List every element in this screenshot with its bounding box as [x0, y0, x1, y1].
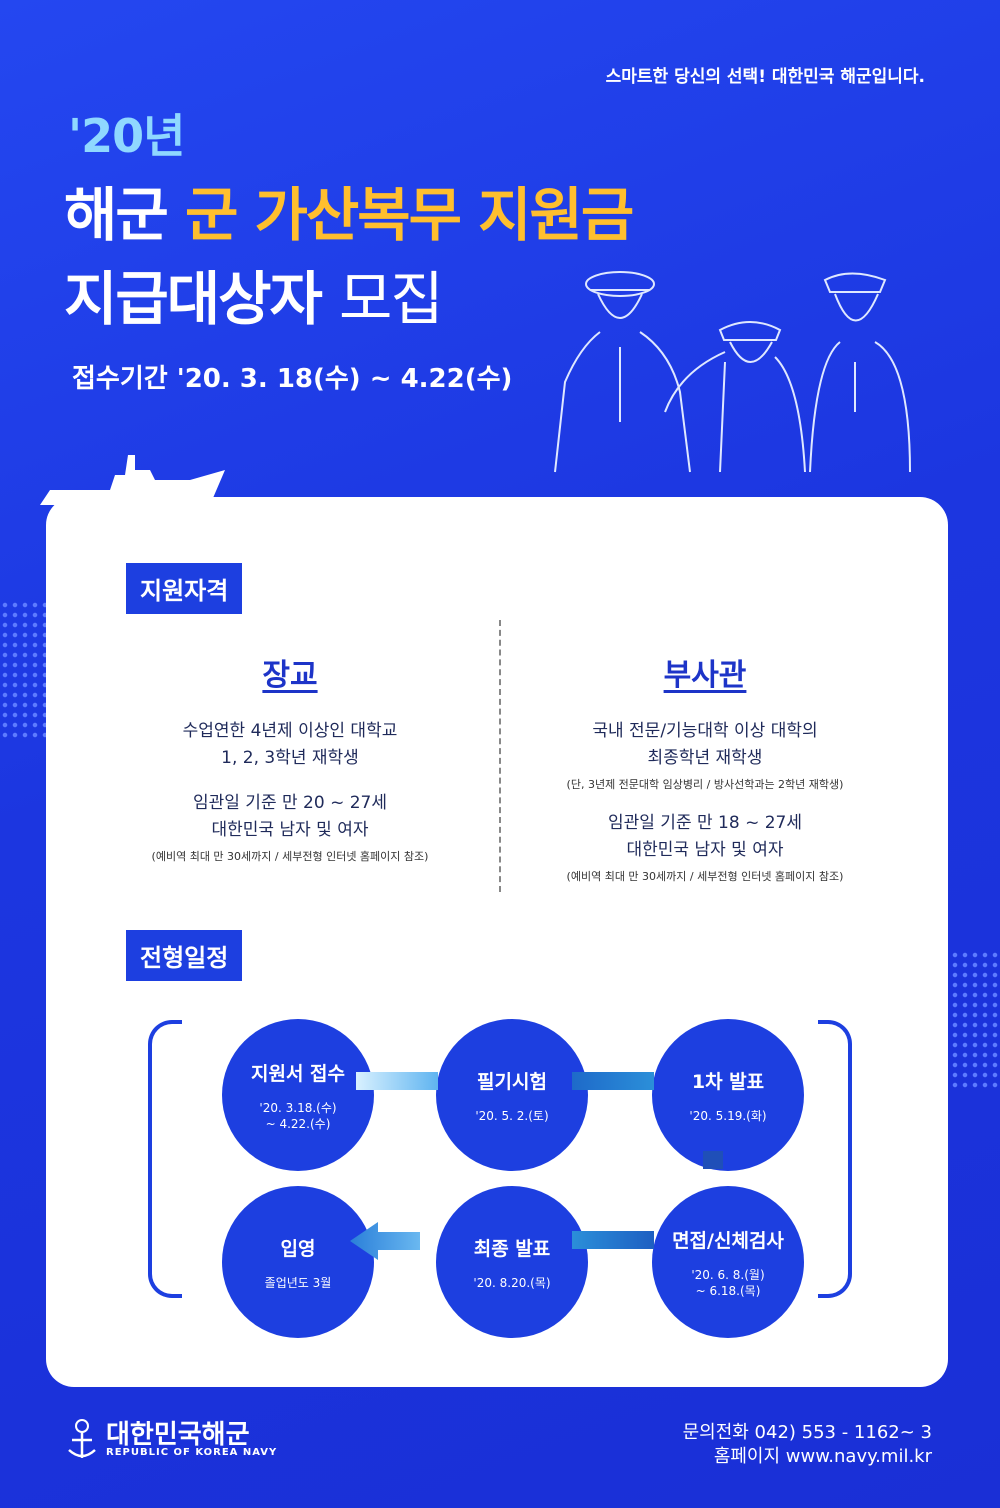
officer-title: 장교 [262, 658, 318, 693]
step-circle: 입영 졸업년도 3월 [222, 1186, 374, 1338]
nco-column: 부사관 국내 전문/기능대학 이상 대학의 최종학년 재학생 (단, 3년제 전… [495, 650, 915, 884]
step-date: 졸업년도 3월 [264, 1275, 332, 1290]
title-highlight: 군 가산복무 지원금 [184, 181, 634, 249]
step-date: '20. 8.20.(목) [473, 1275, 551, 1290]
navy-emblem-icon [68, 1419, 96, 1458]
sailors-illustration [554, 271, 911, 473]
nco-line-1: 국내 전문/기능대학 이상 대학의 [592, 721, 818, 741]
officer-line-1: 수업연한 4년제 이상인 대학교 [182, 721, 398, 741]
nco-title: 부사관 [663, 658, 747, 693]
bracket-right [818, 1020, 852, 1298]
officer-note: (예비역 최대 만 30세까지 / 세부전형 인터넷 홈페이지 참조) [151, 850, 429, 863]
step-date-end: ~ 4.22.(수) [265, 1116, 331, 1131]
officer-line-2: 1, 2, 3학년 재학생 [221, 748, 359, 768]
step-circle: 필기시험 '20. 5. 2.(토) [436, 1019, 588, 1171]
nco-note-1: (단, 3년제 전문대학 임상병리 / 방사선학과는 2학년 재학생) [566, 778, 844, 791]
column-divider [499, 620, 501, 892]
officer-line-4: 대한민국 남자 및 여자 [211, 820, 369, 840]
title-line-2: 지급대상자 모집 [64, 252, 444, 336]
title-recruit: 모집 [339, 265, 444, 333]
contact-phone: 문의전화 042) 553 - 1162~ 3 [682, 1422, 932, 1443]
connector [356, 1072, 438, 1090]
step-date: '20. 3.18.(수) [259, 1100, 337, 1115]
arrow-left-icon [350, 1222, 420, 1260]
officer-column: 장교 수업연한 4년제 이상인 대학교 1, 2, 3학년 재학생 임관일 기준… [80, 650, 500, 864]
step-circle: 지원서 접수 '20. 3.18.(수) ~ 4.22.(수) [222, 1019, 374, 1171]
year-label: '20년 [68, 109, 185, 163]
nco-line-4: 대한민국 남자 및 여자 [626, 840, 784, 860]
step-date: '20. 6. 8.(월) [691, 1267, 765, 1282]
step-name: 최종 발표 [473, 1237, 551, 1260]
title-line-1: 해군 군 가산복무 지원금 [64, 168, 634, 252]
logo-name: 대한민국해군 [106, 1420, 250, 1450]
nco-note-2: (예비역 최대 만 30세까지 / 세부전형 인터넷 홈페이지 참조) [566, 870, 844, 883]
nco-line-3: 임관일 기준 만 18 ~ 27세 [607, 813, 802, 833]
step-name: 지원서 접수 [250, 1062, 345, 1085]
title-target: 지급대상자 [64, 265, 323, 333]
step-name: 면접/신체검사 [672, 1229, 784, 1252]
bracket-left [148, 1020, 182, 1298]
decor-dots-right [940, 950, 1000, 1090]
step-circle: 면접/신체검사 '20. 6. 8.(월) ~ 6.18.(목) [652, 1186, 804, 1338]
schedule-tag: 전형일정 [126, 930, 243, 981]
connector [572, 1072, 654, 1090]
step-name: 입영 [280, 1237, 316, 1260]
qualification-tag: 지원자격 [126, 563, 243, 614]
step-date-end: ~ 6.18.(목) [695, 1283, 761, 1298]
title-navy: 해군 [64, 181, 169, 249]
step-name: 필기시험 [477, 1070, 547, 1093]
nco-line-2: 최종학년 재학생 [647, 748, 763, 768]
step-date: '20. 5. 2.(토) [475, 1108, 549, 1123]
slogan: 스마트한 당신의 선택! 대한민국 해군입니다. [605, 67, 925, 87]
officer-line-3: 임관일 기준 만 20 ~ 27세 [192, 793, 387, 813]
logo-subtitle: REPUBLIC OF KOREA NAVY [106, 1447, 278, 1458]
step-circle: 최종 발표 '20. 8.20.(목) [436, 1186, 588, 1338]
contact-homepage: 홈페이지 www.navy.mil.kr [713, 1446, 932, 1467]
connector [572, 1231, 654, 1249]
application-period: 접수기간 '20. 3. 18(수) ~ 4.22(수) [72, 364, 513, 394]
step-circle: 1차 발표 '20. 5.19.(화) [652, 1019, 804, 1171]
step-name: 1차 발표 [691, 1070, 765, 1093]
ship-silhouette [40, 455, 225, 505]
connector [703, 1151, 723, 1169]
step-date: '20. 5.19.(화) [689, 1108, 767, 1123]
